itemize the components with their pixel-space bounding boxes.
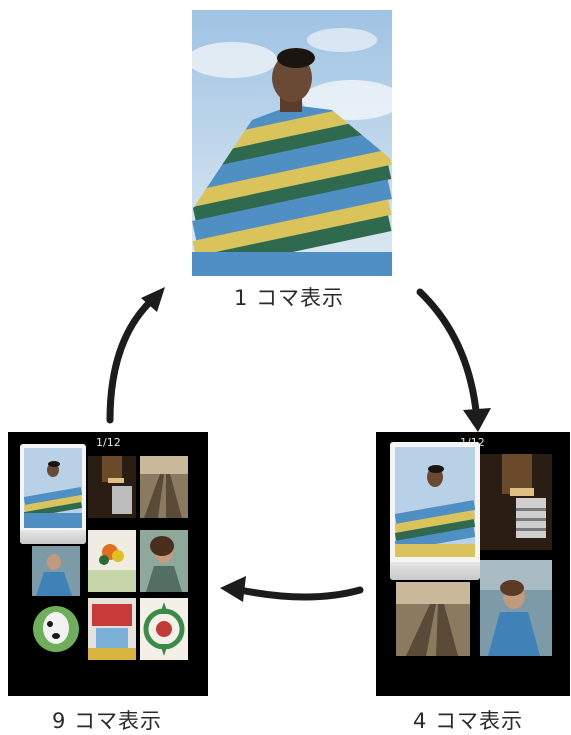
storefront-photo [88, 598, 136, 660]
stairway-photo [88, 456, 136, 518]
selected-thumbnail[interactable] [20, 444, 86, 544]
nine-view-label: 9 コマ表示 [52, 709, 163, 733]
man-photo [395, 447, 475, 557]
railway-photo [396, 582, 470, 656]
flowers-photo [88, 530, 136, 592]
woman-portrait-photo [140, 530, 188, 592]
thumbnail[interactable] [480, 560, 552, 656]
woman-in-car-photo [32, 546, 80, 596]
stairway-photo [480, 454, 552, 550]
thumbnail[interactable] [88, 530, 136, 592]
arrow-icon [106, 287, 165, 424]
woman-in-car-photo [480, 560, 552, 656]
four-view-screen[interactable]: 1/12 [376, 432, 570, 696]
thumbnail[interactable] [396, 582, 470, 656]
thumbnail[interactable] [32, 598, 80, 660]
thumbnail[interactable] [140, 456, 188, 518]
thumbnail[interactable] [140, 530, 188, 592]
single-view-label: 1 コマ表示 [234, 286, 345, 310]
kaleidoscope-photo [140, 598, 188, 660]
man-photo [192, 10, 392, 276]
thumbnail[interactable] [140, 598, 188, 660]
thumbnail[interactable] [88, 598, 136, 660]
thumbnail[interactable] [480, 454, 552, 550]
railway-photo [140, 456, 188, 518]
selected-thumbnail[interactable] [390, 442, 480, 580]
arrow-icon [220, 576, 364, 602]
arrow-icon [416, 288, 491, 432]
nine-view-screen[interactable]: 1/12 [8, 432, 208, 696]
single-view-photo[interactable] [192, 10, 392, 276]
man-photo [24, 448, 82, 528]
four-view-label: 4 コマ表示 [413, 709, 524, 733]
thumbnail[interactable] [88, 456, 136, 518]
frame-counter: 1/12 [96, 436, 121, 449]
thumbnail[interactable] [32, 546, 80, 596]
dog-photo [32, 598, 80, 660]
